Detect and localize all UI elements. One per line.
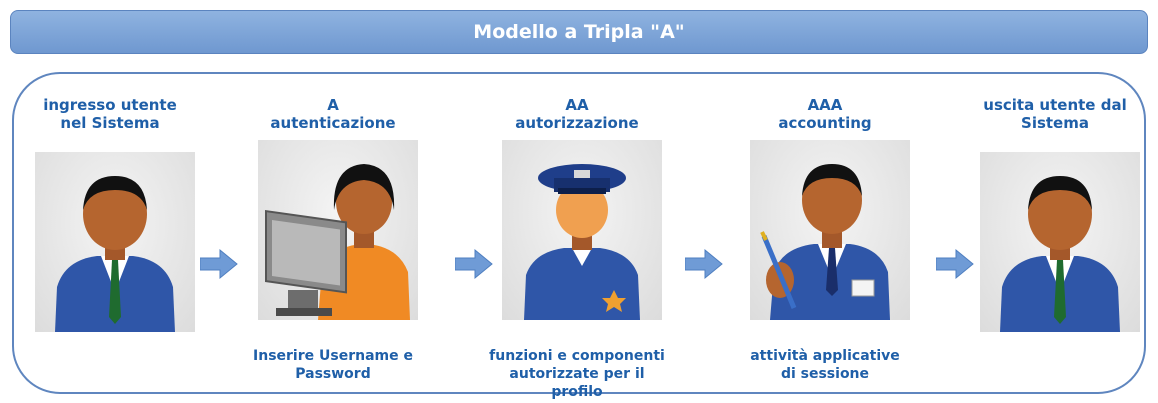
user-at-computer-icon [258, 140, 418, 320]
stage-entry-title-line1: ingresso utente [43, 96, 177, 114]
stage-authentication-note-line2: Password [295, 366, 371, 382]
stage-entry-title-line2: nel Sistema [60, 114, 160, 132]
stage-accounting-title-line1: AAA [807, 96, 843, 114]
stage-entry-title: ingresso utente nel Sistema [15, 96, 205, 132]
businessman-icon [980, 152, 1140, 332]
stage-authorization: AA autorizzazione funzioni e componenti … [482, 0, 672, 403]
title-banner: Modello a Tripla "A" [10, 10, 1148, 54]
stage-exit-title-line2: Sistema [1021, 114, 1089, 132]
police-officer-icon [502, 140, 662, 320]
stage-authorization-note-line2: autorizzate per il profilo [509, 366, 645, 400]
process-frame [12, 72, 1146, 394]
arrow-right-icon [199, 248, 238, 280]
diagram-title: Modello a Tripla "A" [473, 21, 685, 43]
stage-exit-title: uscita utente dal Sistema [960, 96, 1150, 132]
businessman-icon [35, 152, 195, 332]
stage-exit-title-line1: uscita utente dal [983, 96, 1127, 114]
stage-authentication-note-line1: Inserire Username e [253, 348, 413, 364]
stage-authorization-note-line1: funzioni e componenti [489, 348, 665, 364]
stage-authorization-title-line1: AA [565, 96, 589, 114]
stage-accounting: AAA accounting attività applicative di s… [730, 0, 920, 403]
stage-accounting-note: attività applicative di sessione [730, 347, 920, 383]
stage-authentication: A autenticazione Inserire Username e Pas… [238, 0, 428, 403]
stage-authentication-note: Inserire Username e Password [238, 347, 428, 383]
arrow-right-icon [454, 248, 493, 280]
stage-authorization-title-line2: autorizzazione [515, 114, 639, 132]
stage-exit: uscita utente dal Sistema [960, 0, 1150, 403]
stage-accounting-note-line2: di sessione [780, 366, 870, 382]
stage-accounting-note-line1: attività applicative [750, 348, 900, 364]
stage-authorization-title: AA autorizzazione [482, 96, 672, 132]
arrow-right-icon [935, 248, 974, 280]
stage-authentication-title-line2: autenticazione [270, 114, 396, 132]
stage-authentication-title: A autenticazione [238, 96, 428, 132]
businessman-with-pen-icon [750, 140, 910, 320]
arrow-right-icon [684, 248, 723, 280]
stage-accounting-title: AAA accounting [730, 96, 920, 132]
stage-accounting-title-line2: accounting [778, 114, 872, 132]
stage-entry: ingresso utente nel Sistema [15, 0, 205, 403]
stage-authentication-title-line1: A [327, 96, 339, 114]
stage-authorization-note: funzioni e componenti autorizzate per il… [482, 347, 672, 401]
